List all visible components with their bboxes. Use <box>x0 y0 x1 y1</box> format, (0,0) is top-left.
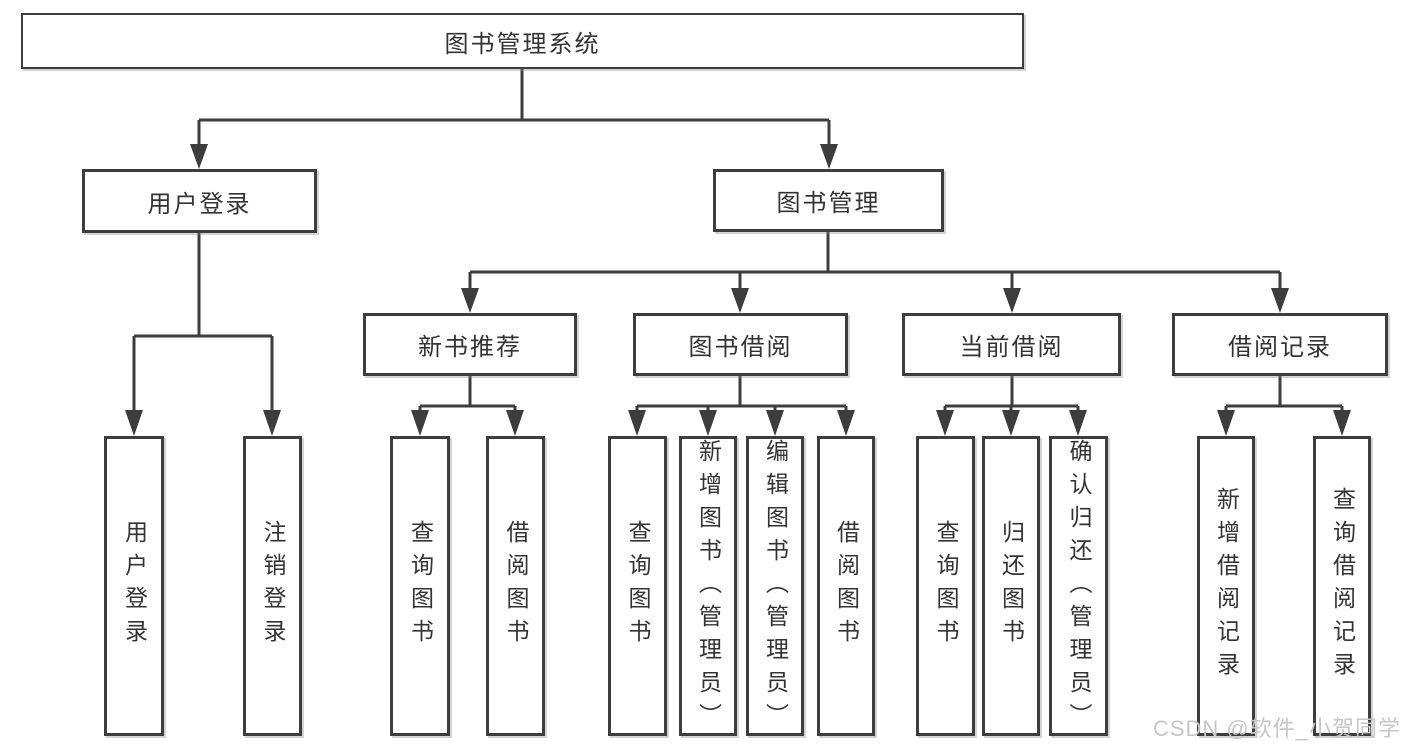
node-current-borrowing: 当前借阅 <box>902 313 1121 376</box>
node-label: 图书借阅 <box>688 334 793 361</box>
node-label: 编辑图书（管理员） <box>762 439 789 736</box>
node-label: 查询图书 <box>407 520 434 652</box>
watermark: CSDN @软件_小贺同学 <box>1152 716 1401 741</box>
leaf-recommend-borrow-books: 借阅图书 <box>486 436 545 736</box>
leaf-records-query-record: 查询借阅记录 <box>1313 436 1371 736</box>
node-label: 用户登录 <box>121 520 148 652</box>
leaf-borrowing-edit-books-admin: 编辑图书（管理员） <box>746 436 804 736</box>
node-user-login: 用户登录 <box>82 169 317 233</box>
node-label: 注销登录 <box>260 520 286 652</box>
leaf-recommend-query-books: 查询图书 <box>390 436 450 736</box>
connector-arrowheads <box>125 144 1351 436</box>
node-book-borrowing: 图书借阅 <box>633 313 848 376</box>
node-label: 图书管理 <box>776 190 881 217</box>
node-label: 新增借阅记录 <box>1213 487 1240 685</box>
node-label: 归还图书 <box>998 520 1025 652</box>
leaf-current-query-books: 查询图书 <box>916 436 975 736</box>
node-new-book-recommend: 新书推荐 <box>363 313 577 376</box>
leaf-logout: 注销登录 <box>243 436 302 736</box>
node-label: 借阅图书 <box>503 520 529 652</box>
leaf-borrowing-borrow-books: 借阅图书 <box>817 436 875 736</box>
node-library-system: 图书管理系统 <box>21 13 1024 69</box>
leaf-records-add-record: 新增借阅记录 <box>1197 436 1255 736</box>
node-label: 确认归还（管理员） <box>1066 439 1092 736</box>
node-label: 查询图书 <box>625 520 651 652</box>
node-borrowing-records: 借阅记录 <box>1172 313 1388 376</box>
leaf-current-confirm-return-admin: 确认归还（管理员） <box>1049 436 1108 736</box>
node-book-management: 图书管理 <box>713 169 944 232</box>
node-label: 新书推荐 <box>418 334 522 361</box>
node-label: 用户登录 <box>147 190 252 218</box>
leaf-current-return-books: 归还图书 <box>982 436 1040 736</box>
node-label: 新增图书（管理员） <box>695 439 722 736</box>
node-label: 当前借阅 <box>959 334 1064 361</box>
node-label: 借阅记录 <box>1228 334 1332 361</box>
node-label: 查询借阅记录 <box>1329 487 1356 685</box>
node-label: 查询图书 <box>933 520 959 652</box>
node-label: 图书管理系统 <box>444 30 601 58</box>
leaf-borrowing-add-books-admin: 新增图书（管理员） <box>679 436 737 736</box>
node-label: 借阅图书 <box>833 520 860 652</box>
leaf-borrowing-query-books: 查询图书 <box>608 436 667 736</box>
leaf-user-login: 用户登录 <box>104 436 164 736</box>
